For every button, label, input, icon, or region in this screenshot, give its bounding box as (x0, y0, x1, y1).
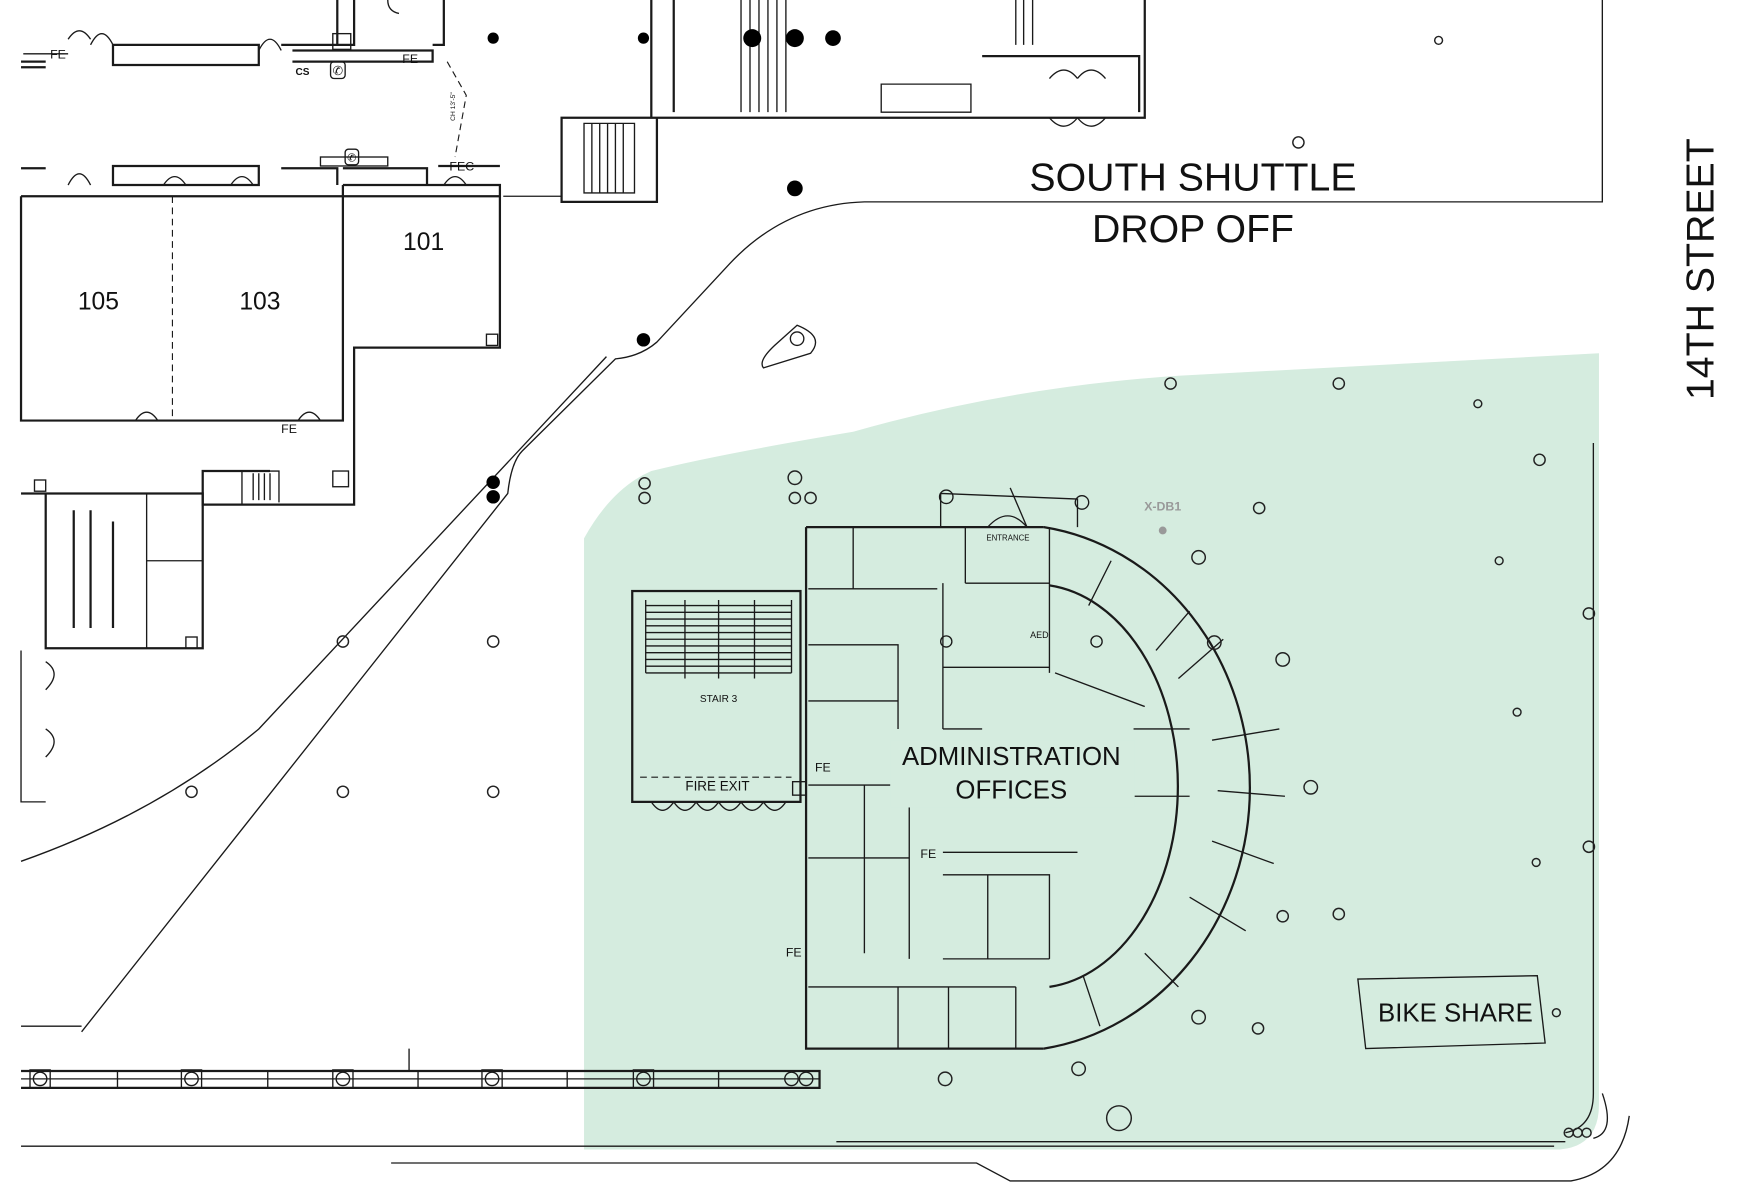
room-105[interactable]: 105 (78, 289, 119, 316)
phone-icon: ✆ (344, 148, 360, 166)
fe-label: FE (815, 761, 831, 775)
trees (185, 136, 1596, 1138)
street-label: 14TH STREET (1678, 138, 1722, 400)
light-poles (486, 29, 1562, 1018)
ceiling-height-label: CH 13'-5" (450, 92, 457, 121)
bike-share-label: BIKE SHARE (1378, 1000, 1533, 1028)
north-building (19, 0, 1146, 803)
bike-share-area[interactable] (1357, 975, 1546, 1050)
dropoff-label-2: DROP OFF (1092, 207, 1294, 251)
dropoff-label-1: SOUTH SHUTTLE (1029, 156, 1356, 200)
fe-label: FE (281, 422, 297, 436)
fe-label: FE (786, 946, 802, 960)
room-103[interactable]: 103 (239, 289, 280, 316)
x-db1-label: X-DB1 (1144, 499, 1181, 513)
entrance-label: ENTRANCE (986, 534, 1029, 543)
x-db1-marker[interactable] (1158, 526, 1167, 535)
fe-label: FE (50, 47, 66, 61)
fe-label: FE (920, 847, 936, 861)
fe-label: FE (402, 52, 418, 66)
room-101[interactable]: 101 (403, 229, 444, 256)
svg-text:✆: ✆ (347, 152, 356, 164)
admin-label-2[interactable]: OFFICES (955, 777, 1067, 805)
road-lines (20, 0, 1630, 1182)
fire-exit-label: FIRE EXIT (685, 779, 749, 794)
svg-text:✆: ✆ (333, 64, 343, 78)
cs-label: CS (296, 67, 310, 78)
phone-icon: ✆ (329, 61, 346, 80)
fec-label: FEC (449, 159, 474, 173)
admin-label-1[interactable]: ADMINISTRATION (902, 743, 1121, 771)
admin-building (631, 487, 1286, 1050)
aed-label: AED (1030, 630, 1049, 640)
stair-3-label: STAIR 3 (700, 694, 738, 705)
fence (21, 1048, 821, 1089)
